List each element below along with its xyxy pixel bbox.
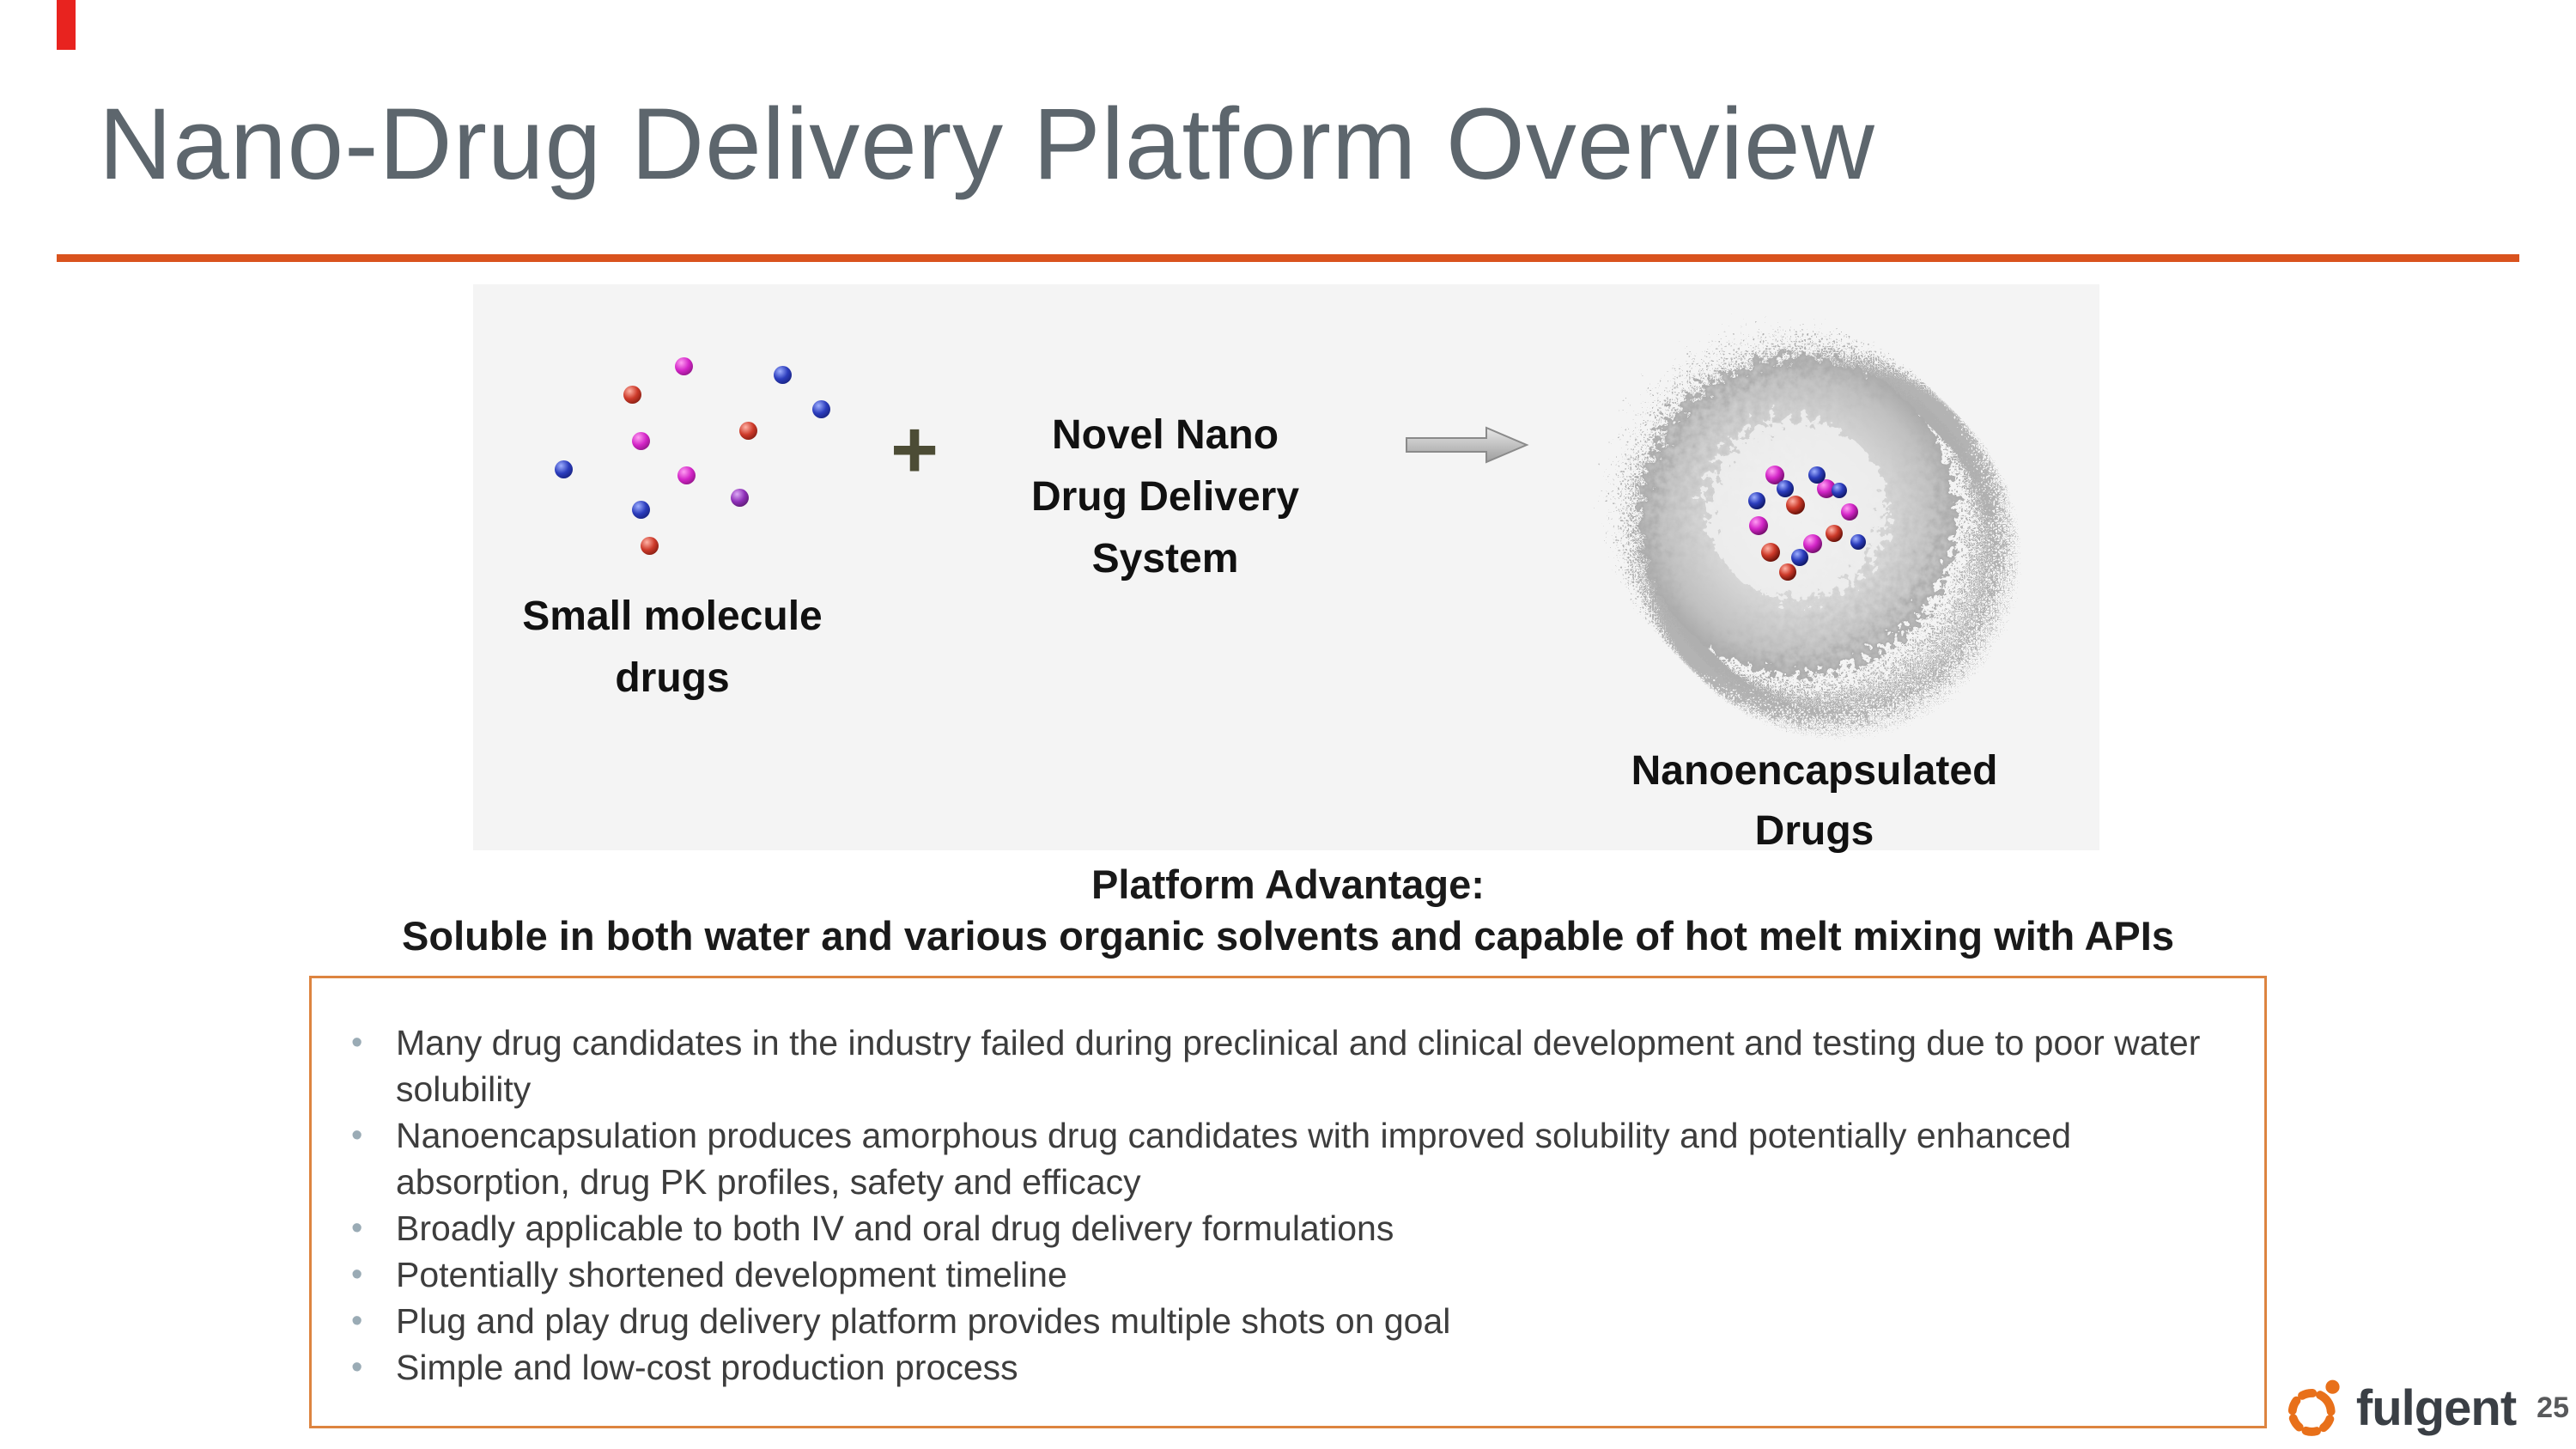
system-label-line2: Drug Delivery xyxy=(1030,474,1300,520)
page-number: 25 xyxy=(2537,1391,2569,1424)
bullet-item: • Plug and play drug delivery platform p… xyxy=(348,1298,2213,1344)
molecule-dot xyxy=(632,501,650,519)
bullet-icon: • xyxy=(351,1303,363,1339)
molecule-dot xyxy=(812,400,830,418)
molecule-dot xyxy=(731,489,749,507)
plus-sign: + xyxy=(890,404,939,496)
delivery-system-label: Novel Nano Drug Delivery System xyxy=(993,405,1337,590)
bullet-item: • Potentially shortened development time… xyxy=(348,1251,2213,1298)
bullet-text: Broadly applicable to both IV and oral d… xyxy=(396,1209,1394,1248)
title-divider xyxy=(57,254,2519,262)
bullet-text: Potentially shortened development timeli… xyxy=(396,1255,1067,1294)
bullet-item: • Many drug candidates in the industry f… xyxy=(348,1020,2213,1112)
molecule-dot xyxy=(641,537,659,555)
bullet-text: Simple and low-cost production process xyxy=(396,1348,1018,1387)
platform-advantage-heading: Platform Advantage: xyxy=(1091,861,1485,907)
small-molecule-label-line1: Small molecule xyxy=(522,594,823,639)
molecule-dot xyxy=(677,466,696,484)
nano-delivery-diagram: Small molecule drugs + Novel Nano Drug D… xyxy=(473,284,2099,854)
transform-arrow-icon xyxy=(1405,425,1529,469)
bullet-item: • Nanoencapsulation produces amorphous d… xyxy=(348,1112,2213,1205)
molecule-dot xyxy=(675,357,693,375)
encapsulated-drug-dots xyxy=(1748,466,1866,581)
fulgent-logo-text: fulgent xyxy=(2355,1379,2517,1436)
nanoencapsulated-label: Nanoencapsulated Drugs xyxy=(1600,741,2029,861)
system-label-line3: System xyxy=(1091,536,1239,581)
fulgent-logo-icon xyxy=(2282,1377,2344,1439)
platform-advantage-subheading: Soluble in both water and various organi… xyxy=(402,913,2174,959)
molecule-dot xyxy=(623,386,641,404)
corner-accent xyxy=(57,0,76,50)
footer: fulgent 25 xyxy=(2282,1377,2569,1439)
small-molecule-label-line2: drugs xyxy=(615,655,730,701)
key-points-box: • Many drug candidates in the industry f… xyxy=(309,976,2267,1428)
molecule-dot xyxy=(774,366,792,384)
bullet-item: • Simple and low-cost production process xyxy=(348,1344,2213,1391)
bullet-text: Nanoencapsulation produces amorphous dru… xyxy=(396,1116,2072,1202)
bullet-icon: • xyxy=(351,1210,363,1246)
bullet-item: • Broadly applicable to both IV and oral… xyxy=(348,1205,2213,1251)
nanoencapsulated-label-line2: Drugs xyxy=(1754,807,1874,854)
nanoparticle-illustration xyxy=(1566,284,2030,748)
bullet-icon: • xyxy=(351,1257,363,1293)
bullet-text: Plug and play drug delivery platform pro… xyxy=(396,1301,1451,1341)
small-molecule-label: Small molecule drugs xyxy=(492,586,853,709)
system-label-line1: Novel Nano xyxy=(1051,412,1279,458)
bullet-text: Many drug candidates in the industry fai… xyxy=(396,1023,2201,1109)
page-title: Nano-Drug Delivery Platform Overview xyxy=(99,88,1875,201)
molecule-dot xyxy=(632,432,650,450)
key-points-list: • Many drug candidates in the industry f… xyxy=(312,1020,2264,1391)
bullet-icon: • xyxy=(351,1025,363,1061)
bullet-icon: • xyxy=(351,1117,363,1154)
molecule-dot xyxy=(739,422,757,440)
bullet-icon: • xyxy=(351,1349,363,1385)
nanoencapsulated-label-line1: Nanoencapsulated xyxy=(1631,748,1998,794)
molecule-dot xyxy=(555,460,573,478)
